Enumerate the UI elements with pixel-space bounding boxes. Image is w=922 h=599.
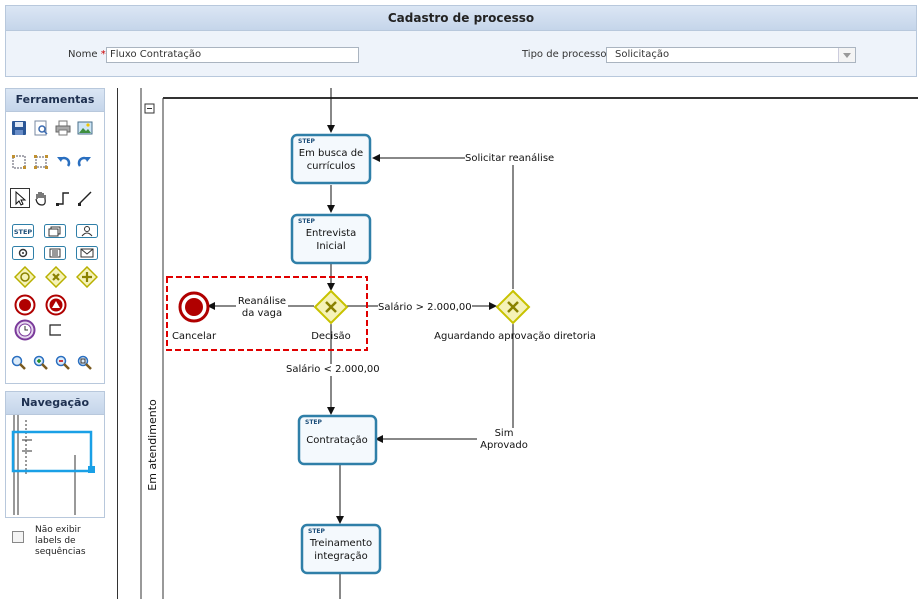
print-icon[interactable] xyxy=(54,119,72,137)
step-treinamento-label: Treinamento integração xyxy=(309,538,373,562)
image-icon[interactable] xyxy=(76,119,94,137)
user-task-icon[interactable] xyxy=(76,222,98,240)
redo-icon[interactable] xyxy=(76,153,94,171)
gateway-aguardando-x-icon xyxy=(507,301,519,313)
end-event-icon[interactable] xyxy=(14,294,36,316)
group-icon[interactable] xyxy=(32,153,50,171)
step-entrevista[interactable] xyxy=(290,213,372,265)
script-task-icon[interactable] xyxy=(44,244,66,262)
gateway-decisao-x-icon xyxy=(325,301,337,313)
service-task-icon[interactable] xyxy=(12,244,34,262)
hide-labels-label: Não exibir labels de sequências xyxy=(35,525,86,557)
navigation-title: Navegação xyxy=(6,392,104,415)
tools-panel: Ferramentas STEP xyxy=(5,88,105,384)
orthogonal-connector-icon[interactable] xyxy=(54,189,72,207)
end-event-label: Cancelar xyxy=(171,331,217,342)
step-entrevista-label: Entrevista Inicial xyxy=(305,228,357,252)
message-task-icon[interactable] xyxy=(76,244,98,262)
type-select[interactable]: Solicitação xyxy=(606,47,856,63)
gateway-exclusive-icon[interactable] xyxy=(45,266,67,288)
name-label: Nome *: xyxy=(68,49,110,60)
type-label: Tipo de processo *: xyxy=(522,49,618,60)
gateway-parallel-icon[interactable] xyxy=(76,266,98,288)
step-tag: STEP xyxy=(298,218,315,225)
zoom-icon[interactable] xyxy=(10,354,28,372)
process-form: Cadastro de processo Nome *: Fluxo Contr… xyxy=(5,5,917,77)
navigation-minimap[interactable] xyxy=(6,415,104,515)
straight-connector-icon[interactable] xyxy=(76,189,94,207)
preview-icon[interactable] xyxy=(32,119,50,137)
selection-box xyxy=(166,276,368,351)
step-treinamento[interactable] xyxy=(300,523,382,575)
step-busca[interactable] xyxy=(290,133,372,185)
step-tag: STEP xyxy=(308,528,325,535)
save-icon[interactable] xyxy=(10,119,28,137)
zoom-in-icon[interactable] xyxy=(32,354,50,372)
escalation-event-icon[interactable] xyxy=(45,294,67,316)
edge-label-sim-aprovado: Sim Aprovado xyxy=(477,428,531,452)
diagram-canvas[interactable]: Em atendimento STEP STEP STEP STEP Em bu… xyxy=(117,88,918,599)
diagram-svg xyxy=(140,88,918,599)
timer-event-icon[interactable] xyxy=(14,319,36,341)
hide-labels-checkbox[interactable] xyxy=(12,531,24,543)
step-contratacao-label: Contratação xyxy=(306,435,368,446)
edge-label-solicitar: Solicitar reanálise xyxy=(465,153,555,165)
name-input[interactable]: Fluxo Contratação xyxy=(106,47,359,63)
form-title: Cadastro de processo xyxy=(6,6,916,31)
gateway-decisao-label: Decisão xyxy=(311,331,351,342)
step-tag: STEP xyxy=(305,419,322,426)
end-event-cancelar-fill xyxy=(185,298,203,316)
subprocess-icon[interactable] xyxy=(44,222,66,240)
edge-label-salario-maior: Salário > 2.000,00 xyxy=(378,302,472,314)
step-tool-label: STEP xyxy=(14,228,33,236)
type-select-value: Solicitação xyxy=(615,49,670,60)
step-tag: STEP xyxy=(298,138,315,145)
edge-label-reanalise: Reanálise da vaga xyxy=(236,296,288,320)
pointer-icon[interactable] xyxy=(10,188,30,208)
lane-label: Em atendimento xyxy=(146,399,159,491)
chevron-down-icon[interactable] xyxy=(838,48,855,62)
step-contratacao[interactable] xyxy=(297,414,378,466)
edge-label-salario-menor: Salário < 2.000,00 xyxy=(286,364,380,376)
edge-aguardando-busca[interactable] xyxy=(372,154,514,289)
zoom-fit-icon[interactable] xyxy=(76,354,94,372)
gateway-aguardando-label: Aguardando aprovação diretoria xyxy=(434,331,596,342)
navigation-panel: Navegação xyxy=(5,391,105,518)
step-task-icon[interactable]: STEP xyxy=(12,222,34,240)
hand-icon[interactable] xyxy=(32,189,50,207)
select-area-icon[interactable] xyxy=(10,153,28,171)
annotation-icon[interactable] xyxy=(45,321,67,339)
step-busca-label: Em busca de currículos xyxy=(298,148,364,172)
undo-icon[interactable] xyxy=(54,153,72,171)
tools-title: Ferramentas xyxy=(6,89,104,112)
zoom-out-icon[interactable] xyxy=(54,354,72,372)
gateway-event-icon[interactable] xyxy=(14,266,36,288)
